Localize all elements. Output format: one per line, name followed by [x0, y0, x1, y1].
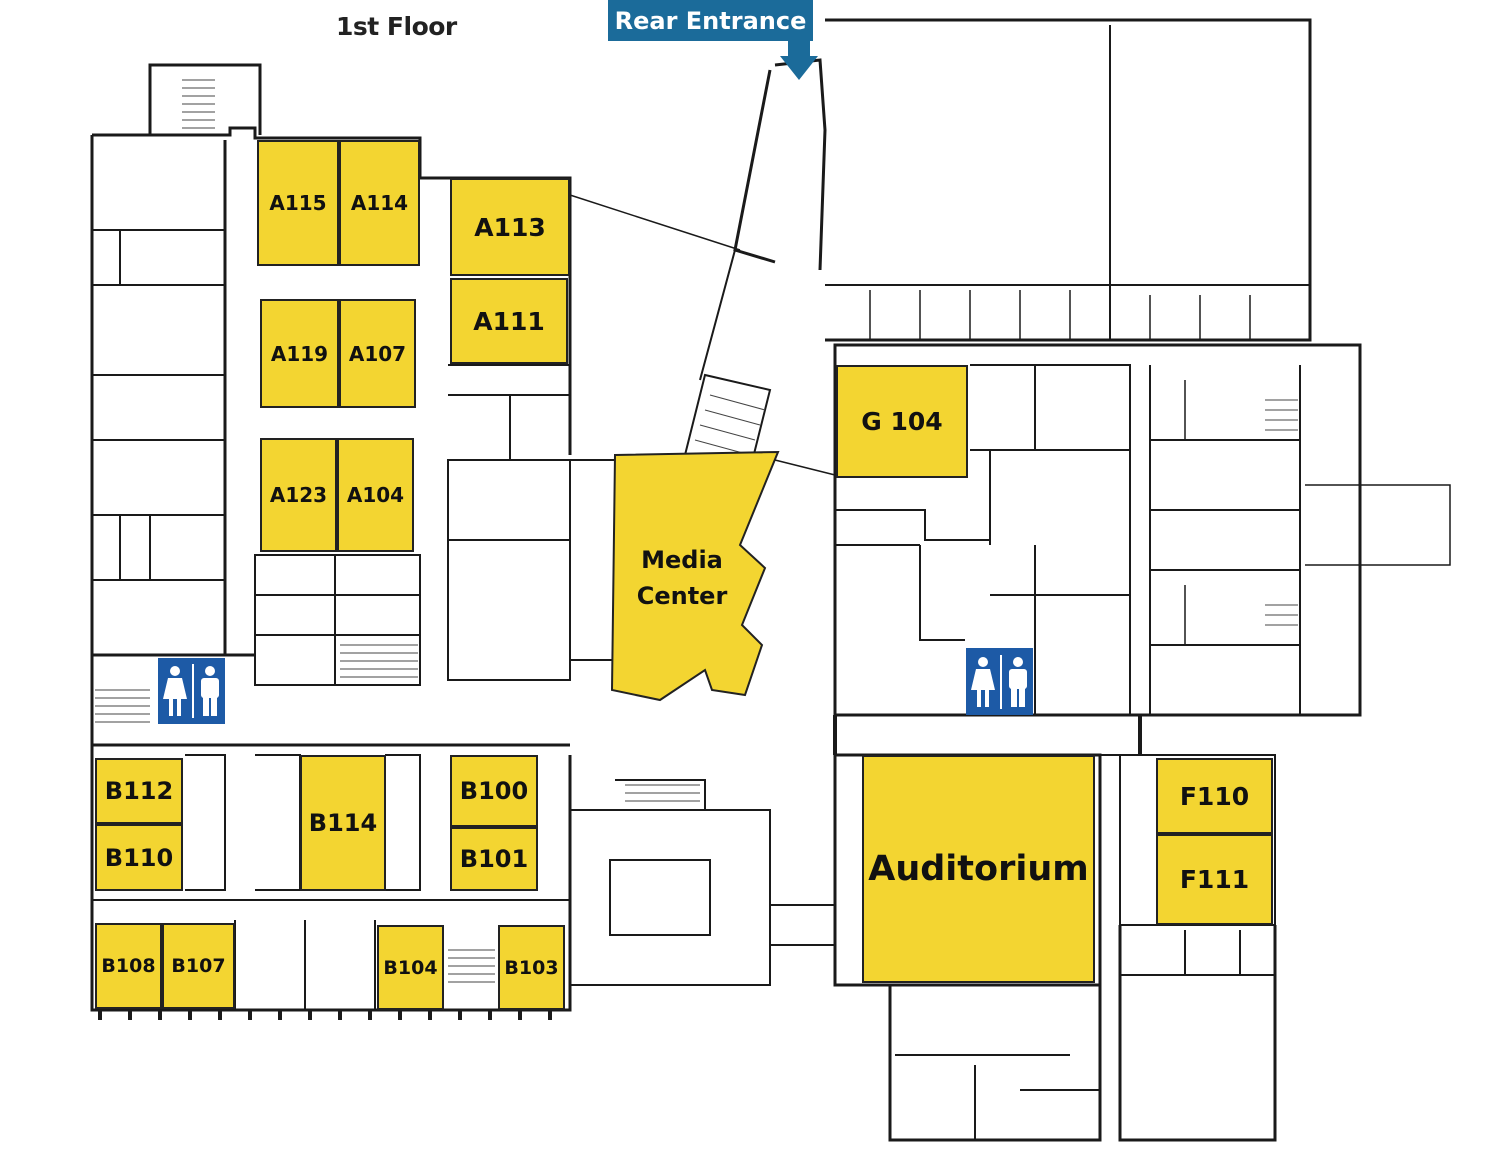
room-f110-label: F110 [1179, 781, 1250, 811]
restroom-icon[interactable] [966, 648, 1033, 715]
woman-icon [970, 656, 995, 707]
room-b103[interactable]: B103 [498, 925, 565, 1010]
room-a119-label: A119 [270, 341, 329, 366]
woman-icon [162, 666, 187, 716]
room-a104-label: A104 [346, 483, 405, 507]
media-center-line1: Media [641, 546, 723, 574]
floor-title: 1st Floor [336, 12, 457, 41]
room-a111-label: A111 [473, 306, 545, 336]
room-a114-label: A114 [350, 191, 409, 215]
room-b100-label: B100 [459, 777, 529, 805]
media-center-room[interactable] [610, 450, 780, 702]
room-a123[interactable]: A123 [260, 438, 337, 552]
room-b112[interactable]: B112 [95, 758, 183, 824]
media-center-line2: Center [636, 582, 728, 610]
room-b103-label: B103 [504, 956, 559, 979]
room-b114-label: B114 [308, 809, 378, 837]
rear-entrance-banner[interactable]: Rear Entrance [608, 0, 813, 41]
room-b108[interactable]: B108 [95, 923, 162, 1009]
room-b104-label: B104 [383, 956, 438, 979]
room-b110-label: B110 [104, 843, 174, 872]
room-b107-label: B107 [171, 955, 226, 977]
media-center-label: Media Center [622, 542, 742, 614]
restroom-icon[interactable] [158, 658, 225, 724]
room-b108-label: B108 [101, 955, 156, 977]
room-auditorium[interactable]: Auditorium [862, 755, 1095, 983]
room-b112-label: B112 [104, 777, 174, 805]
room-a104[interactable]: A104 [337, 438, 414, 552]
room-a114[interactable]: A114 [339, 140, 420, 266]
room-a123-label: A123 [269, 483, 328, 507]
room-b100[interactable]: B100 [450, 755, 538, 827]
room-a107-label: A107 [348, 341, 407, 366]
room-b104[interactable]: B104 [377, 925, 444, 1010]
room-a115-label: A115 [269, 191, 327, 215]
room-a113[interactable]: A113 [450, 178, 570, 276]
room-b107[interactable]: B107 [162, 923, 235, 1009]
man-icon [1008, 656, 1027, 707]
room-b110[interactable]: B110 [95, 824, 183, 891]
room-f110[interactable]: F110 [1156, 758, 1273, 834]
room-a107[interactable]: A107 [339, 299, 416, 408]
room-b101-label: B101 [459, 845, 529, 873]
room-g104-label: G 104 [861, 407, 943, 436]
room-f111-label: F111 [1179, 865, 1250, 894]
room-b114[interactable]: B114 [300, 755, 386, 891]
room-a115[interactable]: A115 [257, 140, 339, 266]
arrow-down-icon [780, 40, 818, 80]
room-f111[interactable]: F111 [1156, 834, 1273, 925]
room-a111[interactable]: A111 [450, 278, 568, 364]
room-auditorium-label: Auditorium [868, 849, 1089, 889]
room-a113-label: A113 [474, 212, 546, 242]
room-g104[interactable]: G 104 [836, 365, 968, 478]
room-a119[interactable]: A119 [260, 299, 339, 408]
man-icon [200, 666, 219, 716]
room-b101[interactable]: B101 [450, 827, 538, 891]
